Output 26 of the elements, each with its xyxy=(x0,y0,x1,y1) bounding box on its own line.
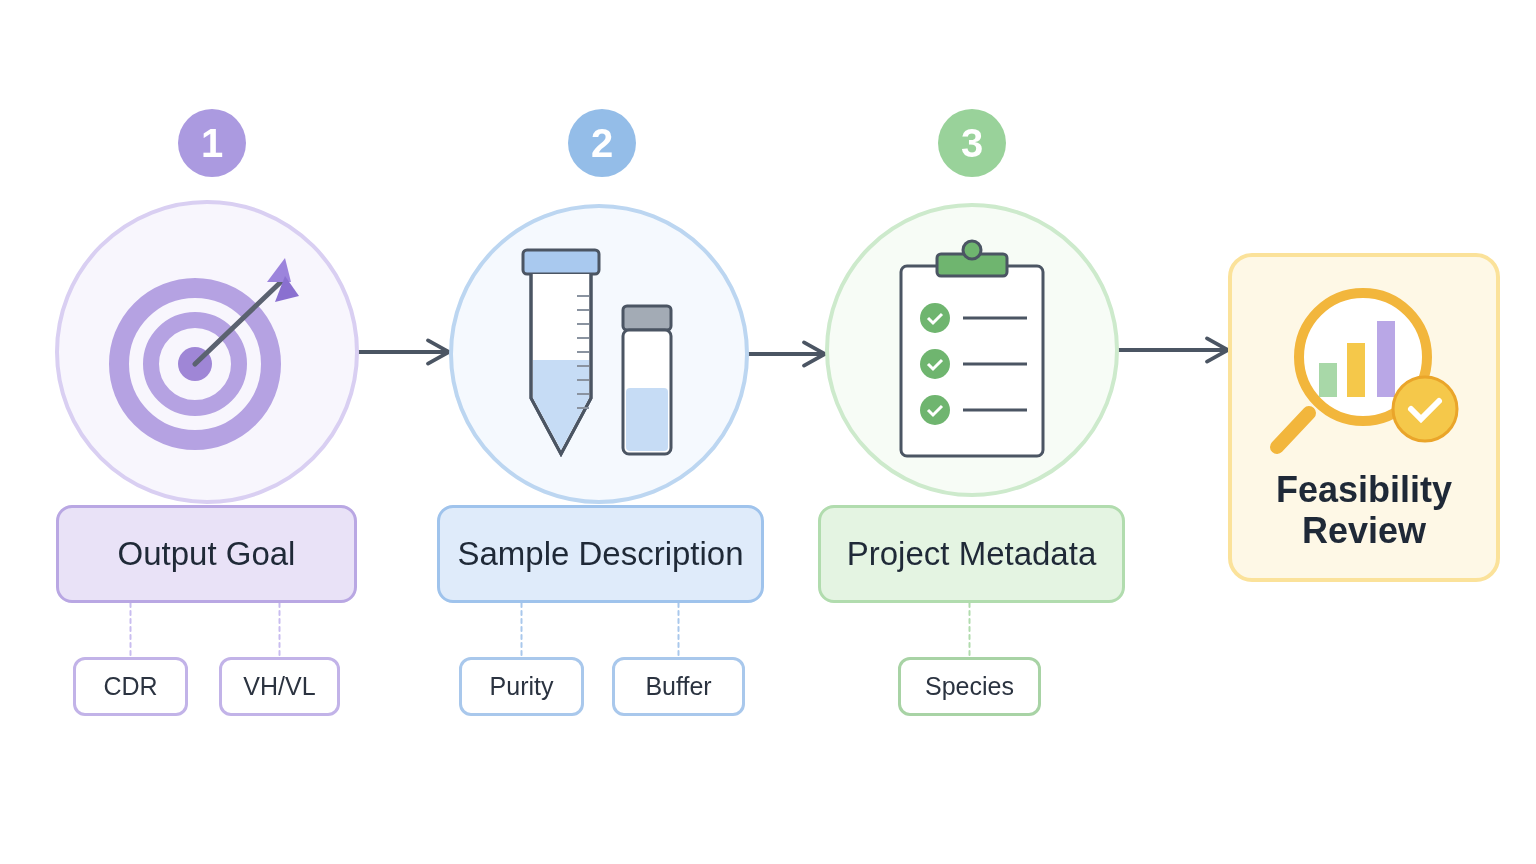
dashed-connector xyxy=(968,602,971,658)
step-box xyxy=(818,505,1125,603)
dashed-connector xyxy=(677,602,680,658)
tag-label: Buffer xyxy=(645,670,712,702)
tag-label: VH/VL xyxy=(243,670,316,702)
dashed-connector xyxy=(278,602,281,658)
step-title: Feasibility Review xyxy=(1274,469,1454,552)
step-number: 3 xyxy=(960,123,984,163)
step-number: 1 xyxy=(200,123,224,163)
step-title: Output Goal xyxy=(117,534,296,575)
dashed-connector xyxy=(129,602,132,658)
tag-box xyxy=(612,657,745,716)
tag-label: Purity xyxy=(489,670,554,702)
step-number: 2 xyxy=(590,123,614,163)
step-box xyxy=(56,505,357,603)
tag-box xyxy=(459,657,584,716)
tag-box xyxy=(898,657,1041,716)
step-box xyxy=(437,505,764,603)
tag-label: Species xyxy=(925,670,1014,702)
step-title: Sample Description xyxy=(457,534,744,575)
step-title: Project Metadata xyxy=(846,534,1097,575)
result-box xyxy=(1228,253,1500,582)
dashed-connector xyxy=(520,602,523,658)
tag-label: CDR xyxy=(103,670,158,702)
tag-box xyxy=(73,657,188,716)
tag-box xyxy=(219,657,340,716)
